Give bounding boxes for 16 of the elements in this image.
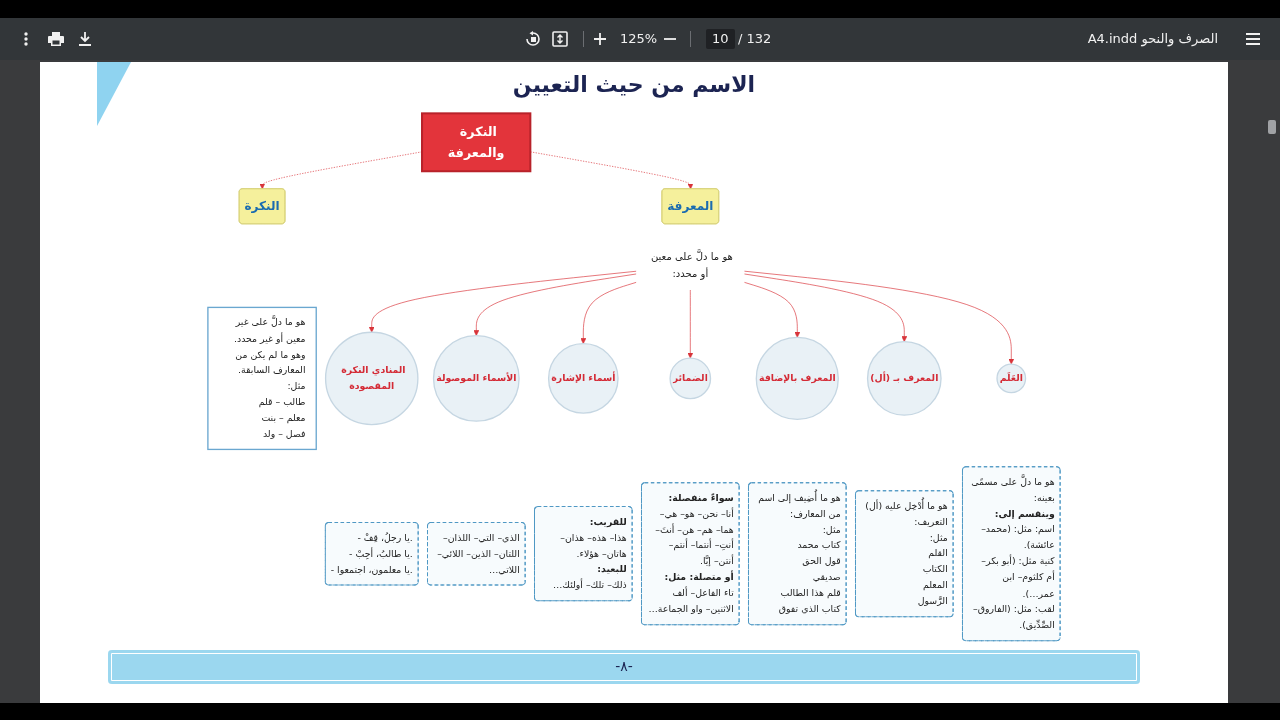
- diagram-title: الاسم من حيث التعيين: [512, 72, 756, 97]
- page-number: -٨-: [614, 658, 634, 674]
- zoom-level: 125%: [620, 31, 658, 47]
- node-circle: المعرف بالإضافة: [755, 336, 839, 421]
- node-circle: الضمائر: [669, 357, 712, 400]
- node-circle: المعرف بـ (أل): [866, 341, 942, 416]
- node-box: هو ما دلَّ على غير معين أو غير محدد. وهو ما لم يكن من المعارف السابقة. مثل: طالب – قلم معلم – بنت فصل – ولد: [207, 306, 317, 451]
- node-text: هو ما دلَّ على معين أو محدد:: [650, 250, 733, 280]
- node-box: النكرة والمعرفة: [421, 112, 532, 173]
- file-name: الصرف والنحو A4.indd: [1087, 31, 1218, 47]
- page-count: / 132: [738, 31, 772, 47]
- node-circle: العَلَم: [996, 363, 1027, 394]
- node-circle: المنادي النكرة المقصودة: [324, 331, 419, 426]
- page-number-field: 10: [706, 29, 735, 49]
- node-circle: الأسماء الموصولة: [432, 334, 520, 422]
- node-circle: أسماء الإشارة: [547, 343, 619, 414]
